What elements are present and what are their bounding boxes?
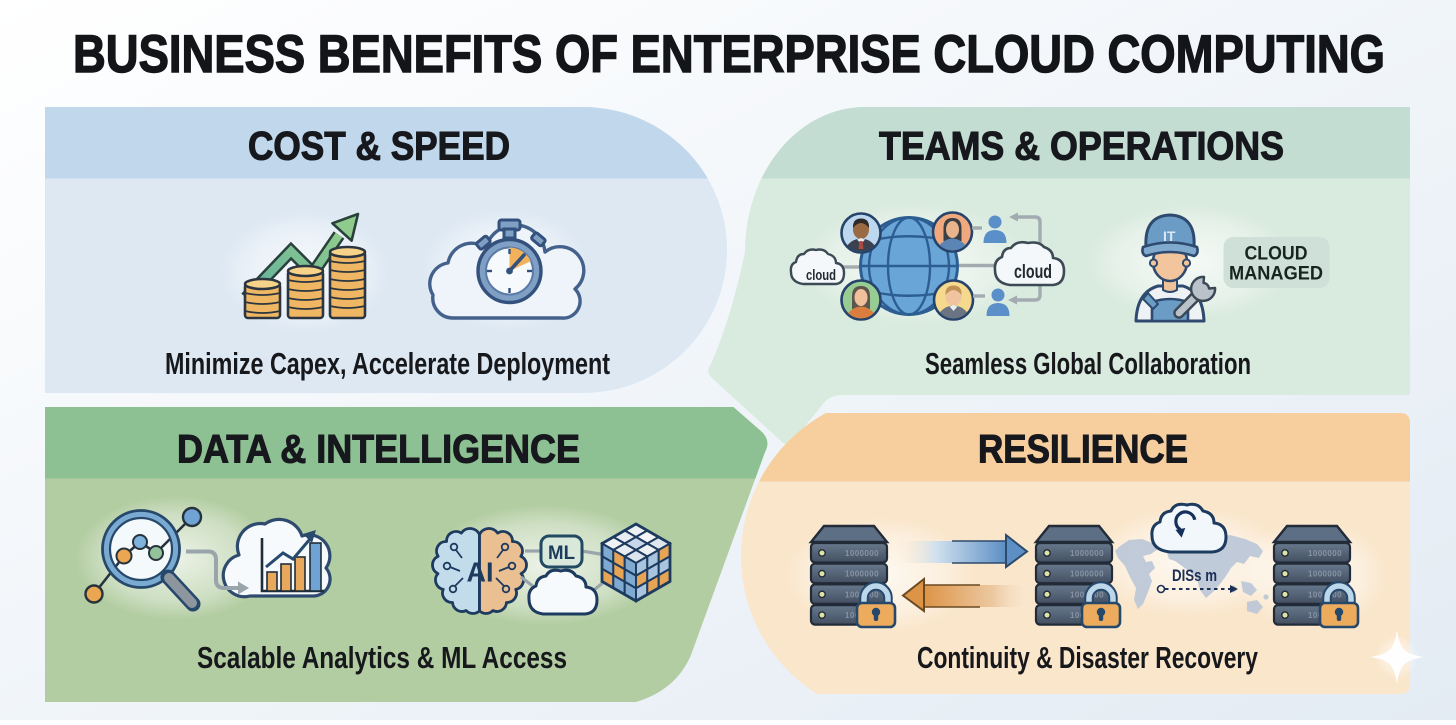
svg-text:1000000: 1000000: [845, 570, 879, 579]
svg-text:DISs m: DISs m: [1172, 566, 1217, 585]
svg-text:AI: AI: [467, 557, 494, 588]
svg-text:BUSINESS BENEFITS OF ENTERPRIS: BUSINESS BENEFITS OF ENTERPRISE CLOUD CO…: [73, 25, 1385, 84]
svg-text:TEAMS & OPERATIONS: TEAMS & OPERATIONS: [879, 125, 1284, 169]
svg-text:1000000: 1000000: [845, 549, 879, 558]
svg-text:ML: ML: [548, 543, 575, 564]
svg-text:CLOUD: CLOUD: [1245, 244, 1308, 265]
svg-text:Minimize Capex, Accelerate Dep: Minimize Capex, Accelerate Deployment: [165, 346, 610, 381]
svg-text:1000000: 1000000: [1308, 549, 1342, 558]
svg-text:1000000: 1000000: [1070, 549, 1104, 558]
svg-text:MANAGED: MANAGED: [1229, 264, 1323, 285]
svg-text:1000000: 1000000: [1070, 570, 1104, 579]
svg-text:Scalable Analytics & ML Access: Scalable Analytics & ML Access: [197, 640, 567, 675]
svg-text:cloud: cloud: [1014, 262, 1052, 283]
svg-text:1000000: 1000000: [1308, 570, 1342, 579]
svg-text:COST & SPEED: COST & SPEED: [248, 125, 510, 169]
svg-text:cloud: cloud: [806, 267, 836, 284]
svg-text:RESILIENCE: RESILIENCE: [978, 428, 1188, 472]
svg-text:Seamless Global Collaboration: Seamless Global Collaboration: [925, 346, 1251, 381]
svg-text:Continuity & Disaster Recovery: Continuity & Disaster Recovery: [917, 640, 1259, 675]
svg-text:IT: IT: [1163, 228, 1176, 244]
svg-text:DATA & INTELLIGENCE: DATA & INTELLIGENCE: [177, 428, 580, 472]
